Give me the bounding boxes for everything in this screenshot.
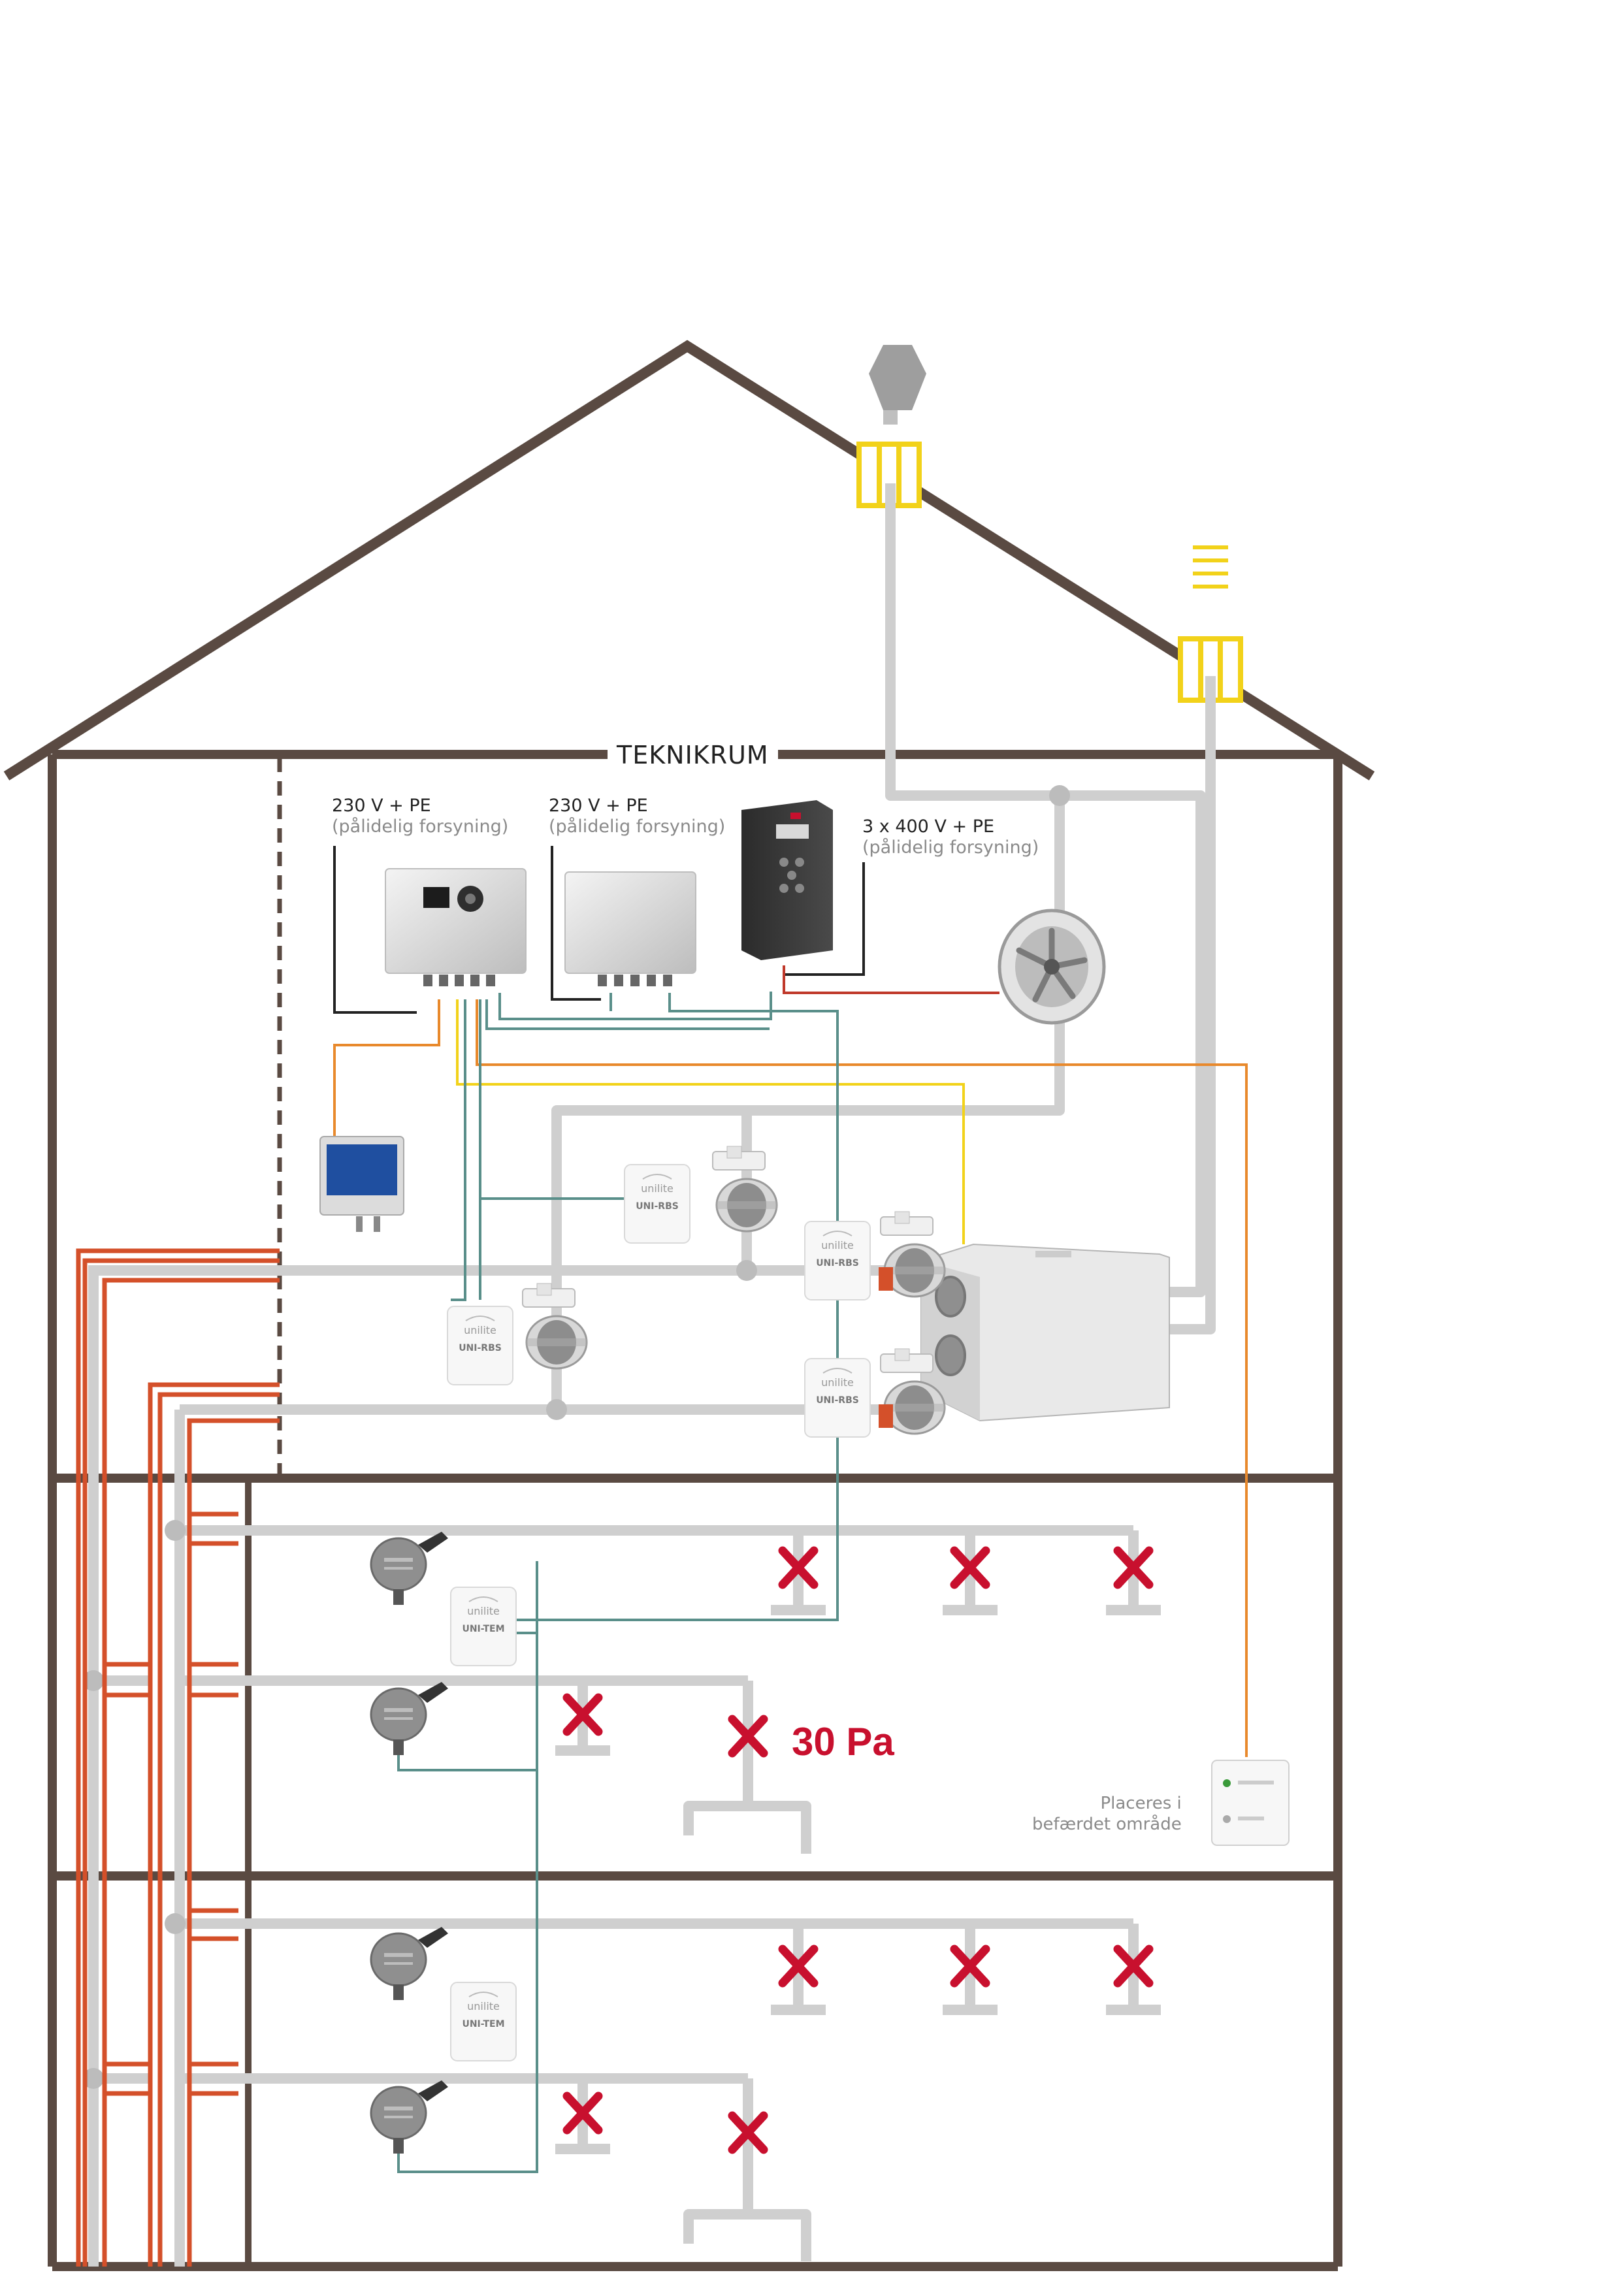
supply-main-text: 230 V + PE bbox=[549, 796, 648, 816]
pressure-label: 30 Pa bbox=[792, 1720, 894, 1764]
svg-text:unilite: unilite bbox=[821, 1376, 854, 1389]
controller-box-icon bbox=[385, 868, 527, 986]
svg-text:unilite: unilite bbox=[467, 1605, 500, 1617]
placement-line2: befærdet område bbox=[1032, 1815, 1182, 1834]
rbs-sensor: unilite UNI-RBS bbox=[804, 1221, 871, 1300]
duct-detector-icon bbox=[370, 1926, 449, 2001]
roof-hood-icon bbox=[869, 345, 926, 425]
rbs-sensor: unilite UNI-RBS bbox=[447, 1306, 513, 1385]
extension-box-icon bbox=[564, 871, 696, 986]
damper-icon bbox=[521, 1282, 588, 1370]
teal-wires bbox=[397, 992, 839, 2173]
supply-main-text: 3 x 400 V + PE bbox=[862, 816, 995, 837]
supply-main-text: 230 V + PE bbox=[332, 796, 431, 816]
brand-text: unilite bbox=[641, 1182, 674, 1195]
yellow-wire bbox=[456, 999, 965, 1244]
house-outline bbox=[3, 340, 1375, 2271]
rbs-sensor: unilite UNI-RBS bbox=[624, 1164, 690, 1244]
svg-text:UNI-TEM: UNI-TEM bbox=[462, 2019, 504, 2029]
tem-sensor: unilite UNI-TEM bbox=[450, 1587, 517, 1666]
actuator-icon bbox=[879, 1404, 893, 1428]
orange-wire-alarm bbox=[476, 999, 1248, 1757]
svg-text:UNI-RBS: UNI-RBS bbox=[816, 1258, 859, 1268]
supply-label-drive: 3 x 400 V + PE (pålidelig forsyning) bbox=[862, 816, 1039, 858]
svg-text:unilite: unilite bbox=[467, 2000, 500, 2012]
damper-icon bbox=[711, 1145, 778, 1233]
power-wires bbox=[333, 846, 865, 1014]
duct-junction bbox=[83, 785, 1070, 2089]
alarm-panel-icon bbox=[1211, 1760, 1290, 1846]
svg-text:UNI-RBS: UNI-RBS bbox=[816, 1395, 859, 1406]
teknikrum-label: TEKNIKRUM bbox=[608, 741, 778, 769]
roof-grille-icon bbox=[1193, 545, 1228, 589]
heat-recovery-unit-icon bbox=[920, 1243, 1170, 1422]
fire-cables bbox=[76, 1248, 280, 2267]
svg-text:unilite: unilite bbox=[821, 1239, 854, 1252]
svg-text:UNI-RBS: UNI-RBS bbox=[459, 1343, 502, 1353]
duct-detector-icon bbox=[370, 1530, 449, 1606]
axial-fan-icon bbox=[998, 909, 1106, 1025]
tem-sensor: unilite UNI-TEM bbox=[450, 1982, 517, 2061]
rbs-sensor: unilite UNI-RBS bbox=[804, 1358, 871, 1438]
placement-line1: Placeres i bbox=[1100, 1794, 1182, 1813]
svg-text:UNI-TEM: UNI-TEM bbox=[462, 1624, 504, 1634]
supply-sub-text: (pålidelig forsyning) bbox=[549, 816, 726, 837]
sensor-text: UNI-RBS bbox=[636, 1201, 679, 1212]
duct-detector-icon bbox=[370, 1681, 449, 1756]
placement-note: Placeres i befærdet område bbox=[1032, 1793, 1182, 1835]
orange-wire bbox=[333, 999, 440, 1140]
supply-sub-text: (pålidelig forsyning) bbox=[332, 816, 509, 837]
duct-detector-icon bbox=[370, 2079, 449, 2155]
frequency-drive-icon bbox=[741, 800, 833, 960]
supply-label-extension: 230 V + PE (pålidelig forsyning) bbox=[549, 796, 725, 837]
motor-cable bbox=[783, 965, 999, 994]
svg-text:unilite: unilite bbox=[464, 1324, 496, 1336]
pressure-transmitter-icon bbox=[319, 1136, 404, 1232]
supply-sub-text: (pålidelig forsyning) bbox=[862, 837, 1039, 858]
supply-label-controller: 230 V + PE (pålidelig forsyning) bbox=[332, 796, 508, 837]
actuator-icon bbox=[879, 1267, 893, 1291]
